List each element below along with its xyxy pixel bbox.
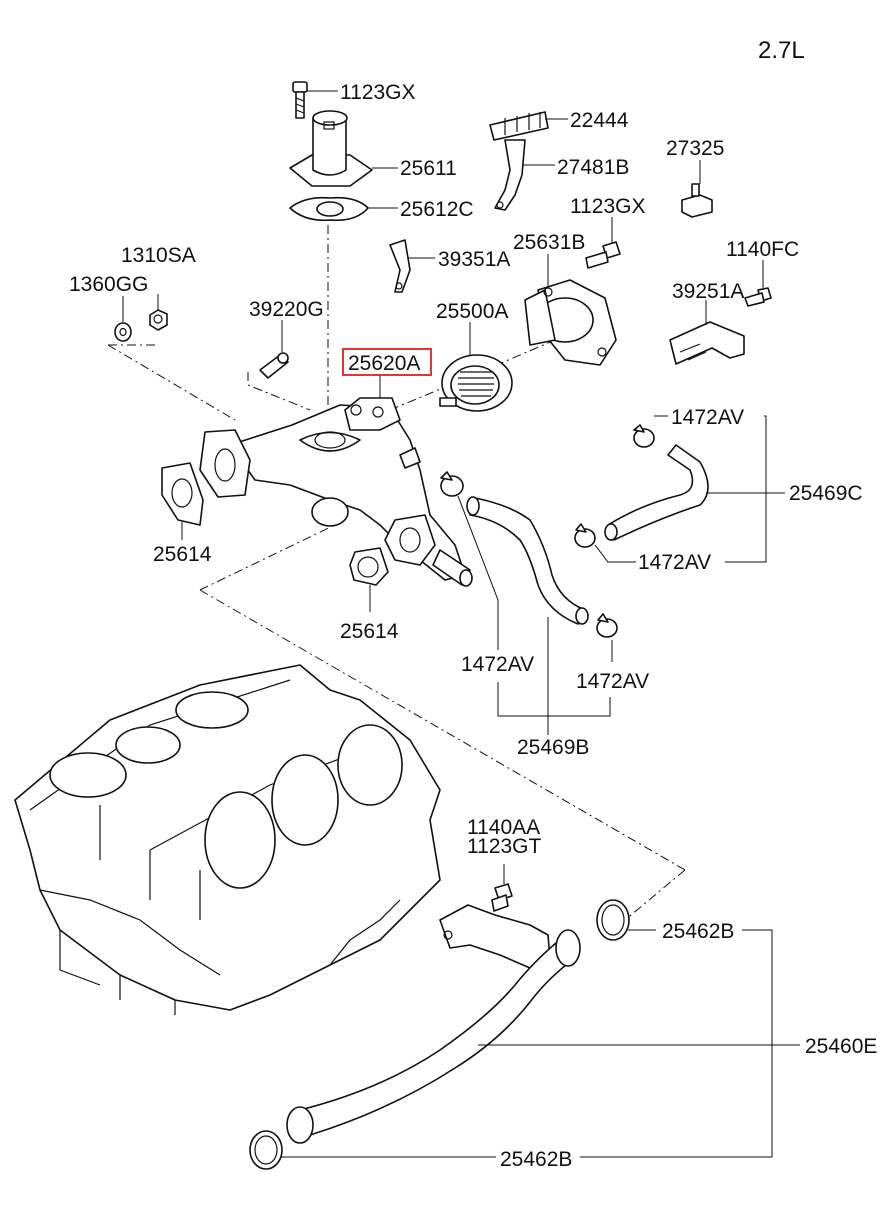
hose-25469c — [604, 444, 709, 541]
label-1472av-c[interactable]: 1472AV — [461, 653, 534, 676]
part-labels: 1123GX 25611 25612C 22444 27481B 27325 1… — [69, 81, 877, 1171]
label-25631b[interactable]: 25631B — [513, 231, 585, 254]
label-25620a[interactable]: 25620A — [348, 352, 420, 375]
label-1472av-d[interactable]: 1472AV — [576, 670, 649, 693]
water-pipe-25460e — [286, 904, 581, 1144]
clamp-1472av-b — [574, 523, 596, 548]
hose-25469b — [466, 496, 589, 625]
sensor-39220g — [259, 352, 289, 379]
o-ring-25462b-top — [596, 899, 630, 941]
washer-1360gg — [114, 322, 132, 342]
label-39220g[interactable]: 39220G — [249, 298, 324, 321]
thermostat-25500a — [439, 354, 513, 412]
sensor-27325 — [681, 183, 713, 218]
label-25462b-top[interactable]: 25462B — [662, 920, 734, 943]
label-1140fc[interactable]: 1140FC — [726, 238, 799, 261]
clamp-1472av-d — [596, 613, 618, 638]
connector-22444 — [489, 111, 549, 141]
leader-lines — [122, 90, 800, 1158]
clamp-1472av-c — [440, 471, 464, 497]
label-1123gx-top[interactable]: 1123GX — [340, 81, 416, 104]
gasket-25614-left — [161, 462, 204, 526]
label-27481b[interactable]: 27481B — [557, 156, 629, 179]
label-25611[interactable]: 25611 — [400, 157, 457, 180]
label-25614-left[interactable]: 25614 — [153, 543, 212, 566]
label-1140aa[interactable]: 1140AA — [467, 816, 540, 839]
engine-block — [14, 664, 441, 1015]
label-1472av-a[interactable]: 1472AV — [671, 406, 744, 429]
label-39251a[interactable]: 39251A — [672, 280, 744, 303]
engine-displacement-label: 2.7L — [758, 37, 805, 64]
bracket-27481b — [494, 139, 526, 211]
label-25614-lower[interactable]: 25614 — [340, 620, 399, 643]
gasket-25614-lower — [349, 547, 389, 586]
bolt-1123gx-top — [292, 81, 308, 119]
clip-39351a — [389, 239, 411, 293]
gasket-25612c — [289, 196, 369, 222]
label-25462b-bottom[interactable]: 25462B — [500, 1148, 572, 1171]
label-1360gg[interactable]: 1360GG — [69, 273, 148, 296]
assembly-lines — [107, 225, 686, 921]
nut-1310sa — [149, 309, 168, 331]
label-1123gt[interactable]: 1123GT — [467, 835, 541, 858]
bolt-1140aa — [491, 883, 513, 912]
label-25612c[interactable]: 25612C — [400, 198, 474, 221]
label-25460e[interactable]: 25460E — [805, 1035, 877, 1058]
label-1472av-b[interactable]: 1472AV — [638, 551, 711, 574]
label-25469c[interactable]: 25469C — [789, 482, 863, 505]
label-25469b[interactable]: 25469B — [517, 736, 589, 759]
label-25500a[interactable]: 25500A — [436, 300, 508, 323]
highlight-box-25620a — [342, 348, 432, 376]
label-1310sa[interactable]: 1310SA — [121, 244, 196, 267]
bolt-1123gx-right — [585, 241, 621, 269]
water-manifold-25620a — [199, 397, 473, 587]
bolt-1140fc — [744, 287, 772, 307]
water-outlet-fitting-25611 — [289, 110, 373, 187]
clamp-1472av-a — [633, 424, 655, 448]
thermostat-housing-25631b — [524, 279, 617, 366]
label-1123gx-right[interactable]: 1123GX — [570, 195, 646, 218]
label-39351a[interactable]: 39351A — [438, 248, 510, 271]
o-ring-25462b-bottom — [249, 1130, 283, 1170]
label-22444[interactable]: 22444 — [570, 109, 629, 132]
label-27325[interactable]: 27325 — [666, 137, 724, 160]
bracket-39251a — [669, 321, 745, 365]
